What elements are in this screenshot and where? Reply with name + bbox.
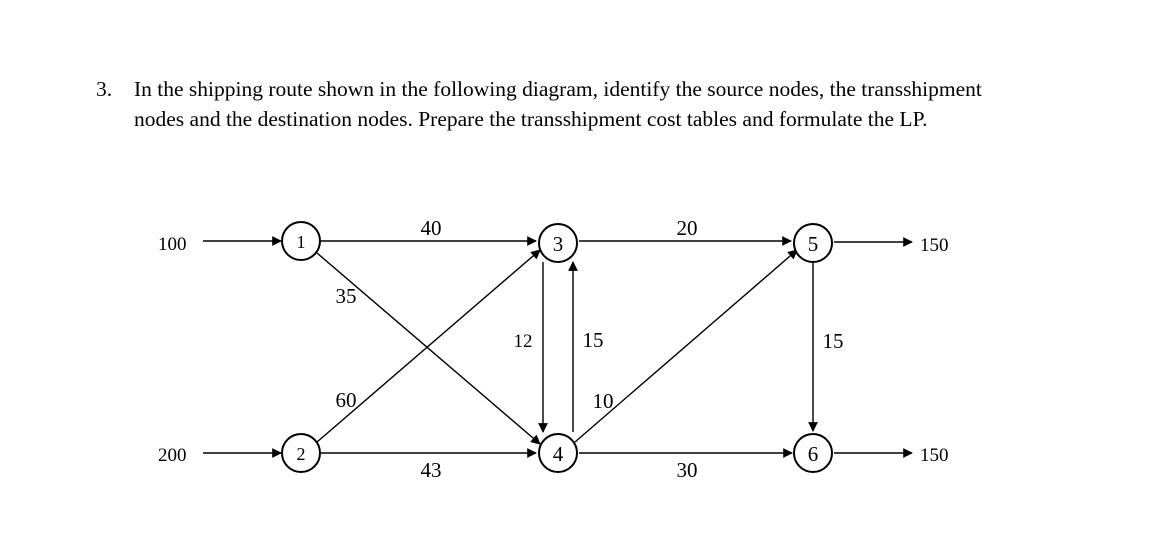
node-5-label: 5 [808, 232, 819, 256]
cost-label-2-4: 43 [421, 458, 442, 482]
cost-label-1-3: 40 [421, 216, 442, 240]
node-3: 3 [538, 223, 578, 263]
node-4-label: 4 [553, 442, 564, 466]
cost-label-4-3: 15 [583, 328, 604, 352]
cost-label-4-6: 30 [677, 458, 698, 482]
demand-label-node-5: 150 [920, 235, 949, 256]
question-line-1: In the shipping route shown in the follo… [134, 77, 982, 101]
supply-label-node-2: 200 [158, 445, 187, 466]
cost-label-2-3: 60 [336, 388, 357, 412]
node-2: 2 [281, 433, 321, 473]
question-line-2: nodes and the destination nodes. Prepare… [134, 107, 928, 131]
node-4: 4 [538, 433, 578, 473]
cost-label-4-5: 10 [593, 389, 614, 413]
question-number: 3. [96, 77, 113, 101]
node-6-label: 6 [808, 442, 819, 466]
edge-4-5 [574, 249, 798, 443]
cost-label-1-4: 35 [336, 284, 357, 308]
node-5: 5 [793, 223, 833, 263]
node-2-label: 2 [297, 444, 306, 464]
node-6: 6 [793, 433, 833, 473]
edge-1-4 [316, 252, 541, 445]
cost-label-3-4: 12 [514, 331, 533, 352]
demand-label-node-6: 150 [920, 445, 949, 466]
supply-label-node-1: 100 [158, 234, 187, 255]
edge-2-3 [316, 249, 541, 443]
cost-label-5-6: 15 [823, 329, 844, 353]
cost-label-3-5: 20 [677, 216, 698, 240]
question-block: 3. In the shipping route shown in the fo… [96, 74, 1106, 134]
node-3-label: 3 [553, 232, 564, 256]
node-1-label: 1 [297, 232, 306, 252]
node-1: 1 [281, 221, 321, 261]
